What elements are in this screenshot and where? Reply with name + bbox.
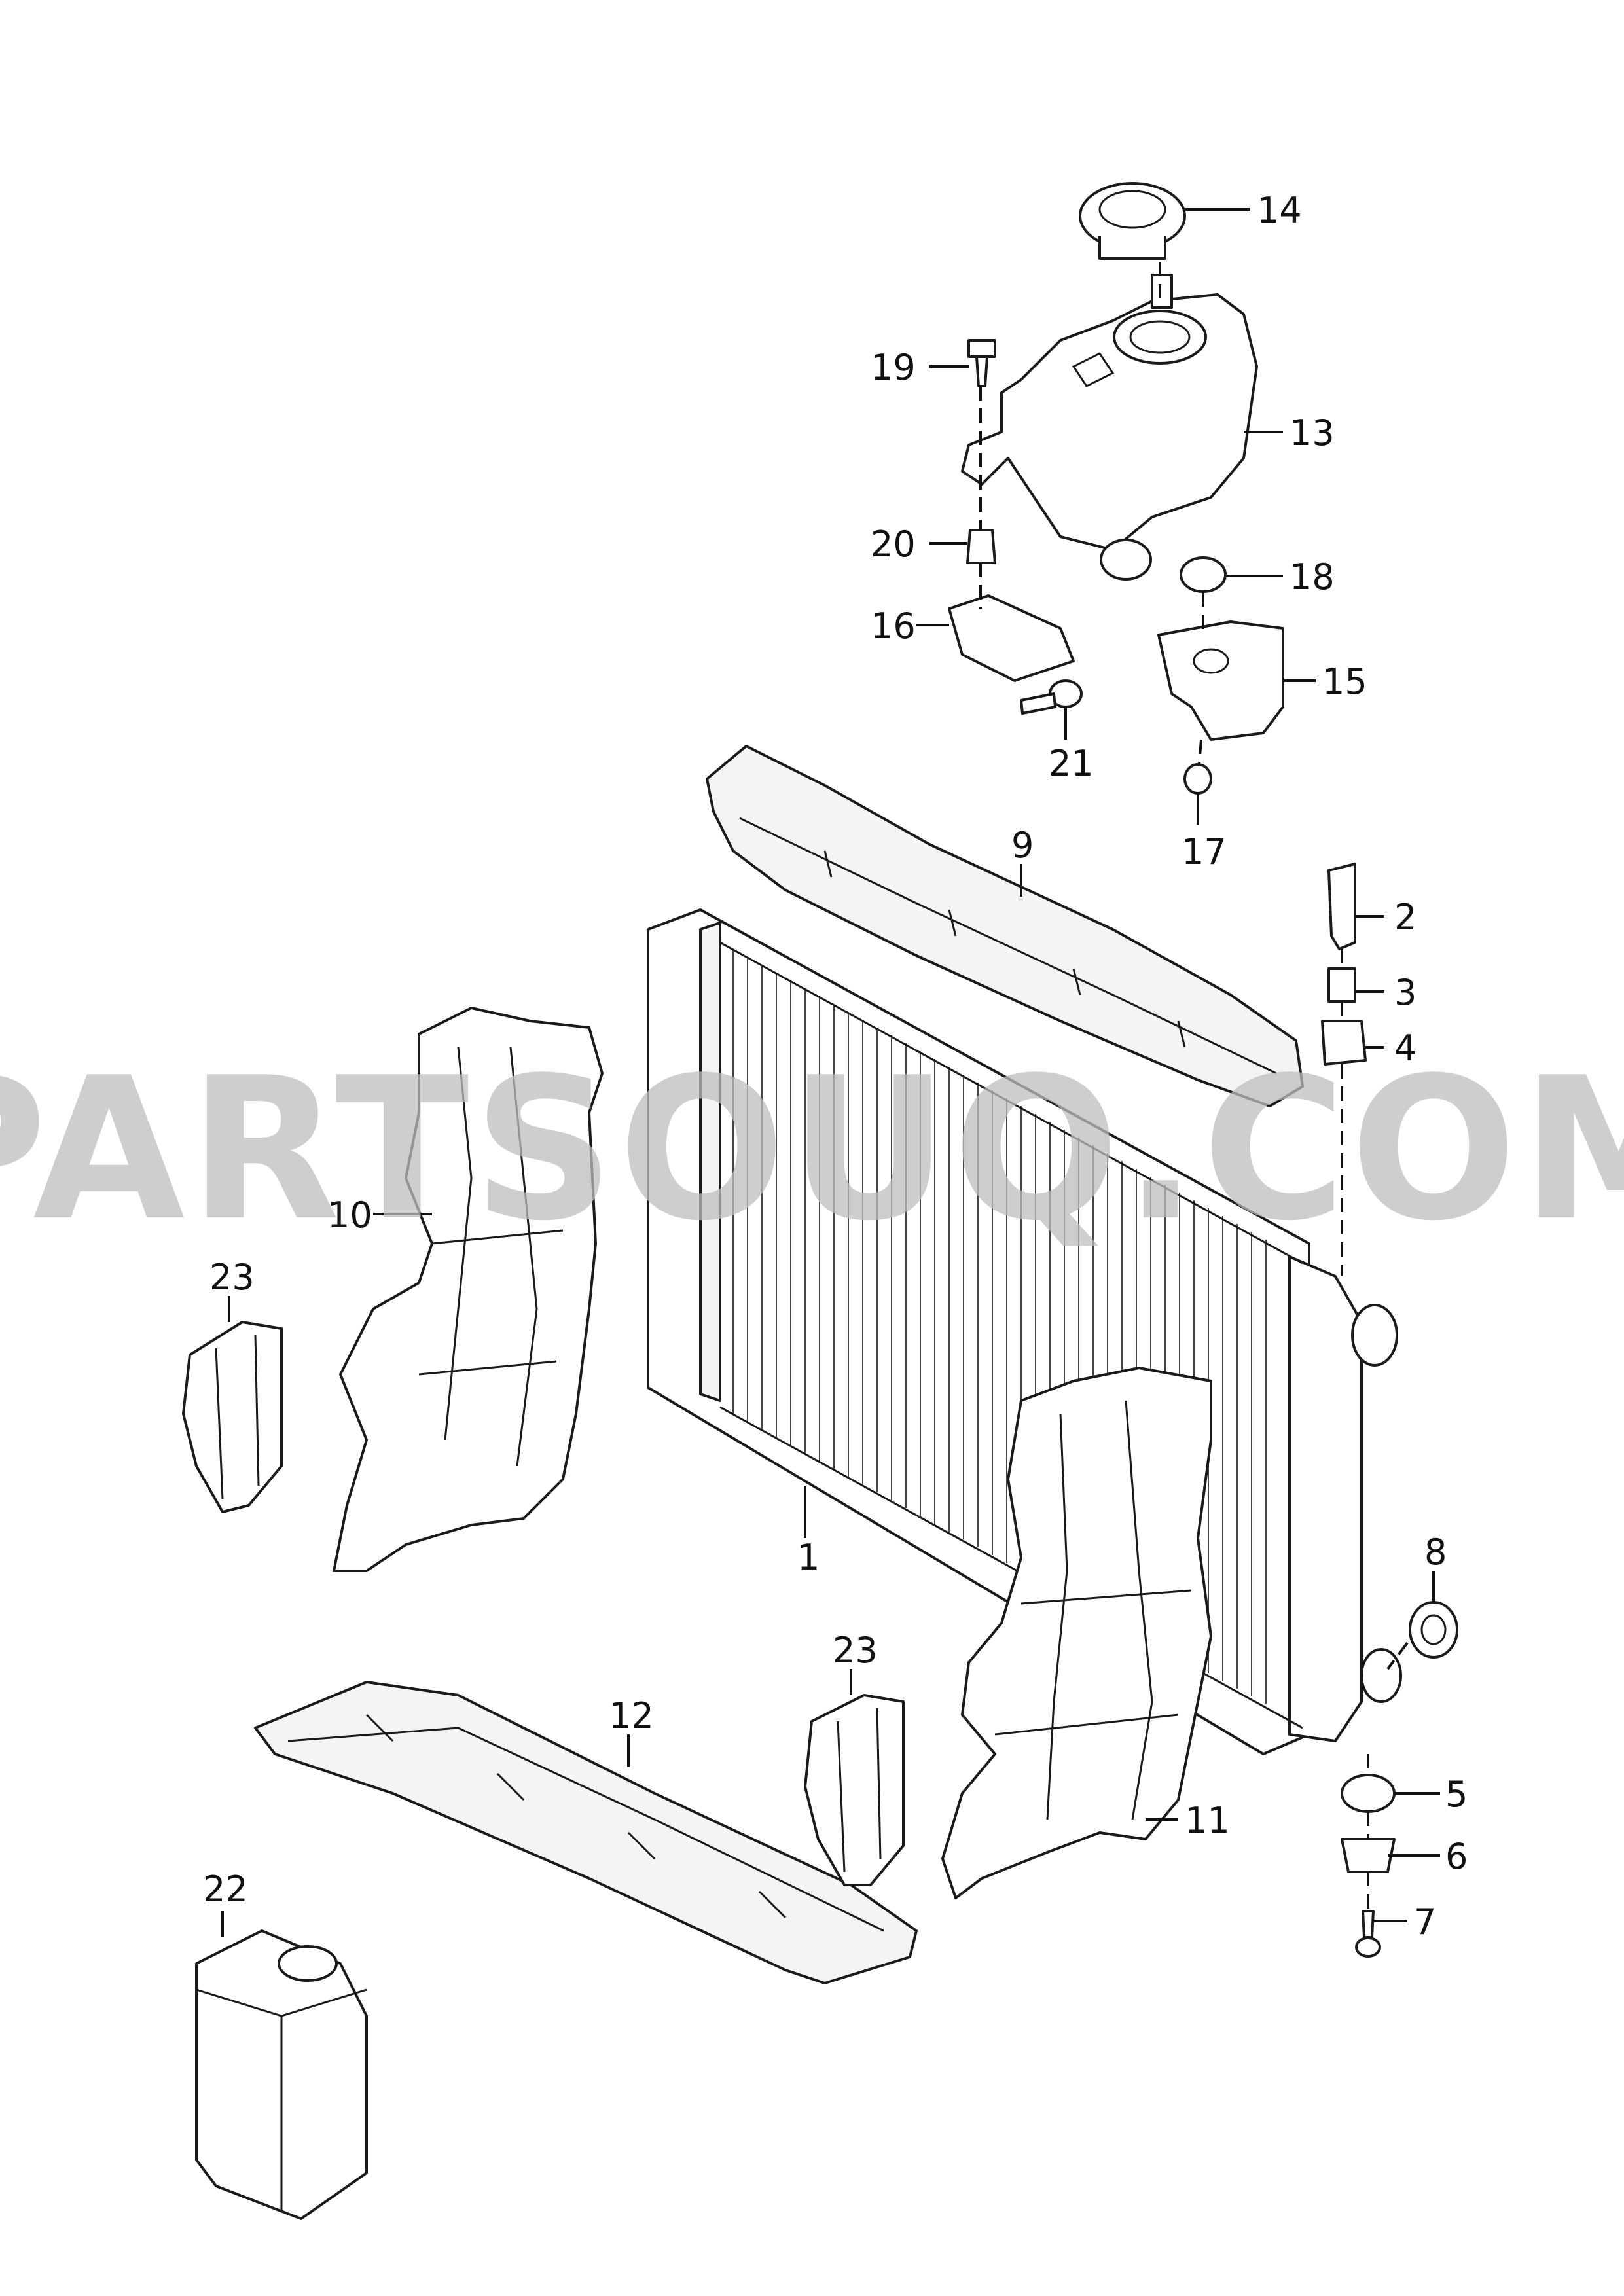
tank-bracket-part [1157,620,1284,741]
seal-right-part [804,1694,905,1886]
callout-1: 1 [797,1537,820,1578]
callout-13: 13 [1290,412,1335,454]
callout-22: 22 [203,1869,248,1910]
callout-19: 19 [871,347,916,388]
callout-7: 7 [1414,1901,1436,1943]
callout-2: 2 [1394,897,1416,938]
callout-4: 4 [1394,1028,1416,1069]
seal-left-part [182,1321,283,1513]
callout-17: 17 [1182,831,1227,872]
callout-labels: 1 2 3 4 5 6 7 8 9 10 11 12 13 14 15 16 1… [203,190,1468,1943]
callout-18: 18 [1290,556,1335,598]
tank-cap-part [1079,182,1186,260]
callout-6: 6 [1445,1836,1468,1877]
callout-9: 9 [1011,825,1034,866]
callout-16: 16 [871,605,916,647]
air-guide-lower-part [254,1681,918,1984]
callout-21: 21 [1049,743,1094,784]
callout-8: 8 [1424,1532,1447,1573]
coolant-expansion-tank-part [961,274,1258,581]
callout-23-left: 23 [209,1257,255,1298]
callout-20: 20 [871,524,916,565]
callout-15: 15 [1322,661,1367,702]
fasteners [966,339,1458,1958]
callout-3: 3 [1394,972,1416,1013]
callout-14: 14 [1257,190,1302,231]
air-duct-right-part [941,1367,1212,1899]
mounting-bracket-part [948,594,1075,682]
radiator-fins [732,949,1267,1704]
air-duct-left-part [333,1007,604,1572]
air-guide-upper-part [706,745,1304,1107]
watermark-text: PARTSOUQ.COM [0,1035,1624,1264]
callout-12: 12 [609,1695,654,1736]
callout-23-right: 23 [833,1630,878,1671]
assembly-lines [979,262,1409,1911]
callout-10: 10 [327,1194,372,1236]
callout-5: 5 [1445,1774,1468,1815]
coolant-container-part [195,1929,368,2220]
callout-11: 11 [1185,1800,1230,1841]
leader-lines [221,208,1440,1937]
